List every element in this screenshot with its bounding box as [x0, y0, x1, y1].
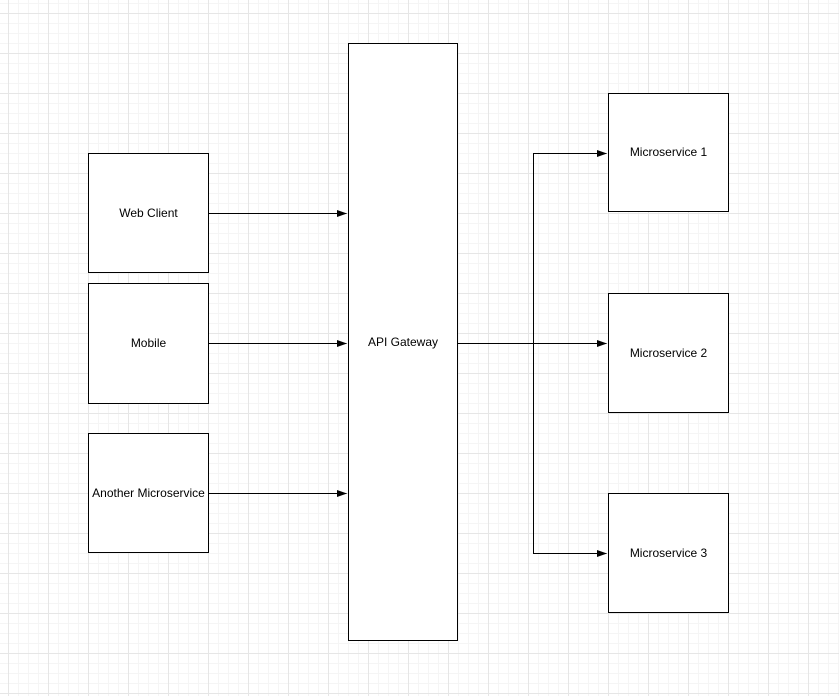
edge-api-gateway-to-microservice-3[interactable]	[458, 343, 607, 557]
node-label: Mobile	[130, 336, 167, 351]
node-microservice-1[interactable]: Microservice 1	[608, 93, 729, 212]
node-label: Microservice 1	[629, 145, 708, 160]
node-label: Another Microservice	[92, 485, 205, 500]
node-api-gateway[interactable]: API Gateway	[348, 43, 458, 641]
node-label: Microservice 3	[629, 545, 708, 560]
node-web-client[interactable]: Web Client	[88, 153, 209, 273]
node-label: Web Client	[119, 205, 178, 220]
node-mobile[interactable]: Mobile	[88, 283, 209, 404]
node-label: Microservice 2	[629, 345, 708, 360]
node-label: API Gateway	[367, 334, 439, 349]
node-microservice-3[interactable]: Microservice 3	[608, 493, 729, 613]
edge-api-gateway-to-microservice-1[interactable]	[458, 150, 607, 344]
node-another-microservice[interactable]: Another Microservice	[88, 433, 209, 553]
node-microservice-2[interactable]: Microservice 2	[608, 293, 729, 413]
